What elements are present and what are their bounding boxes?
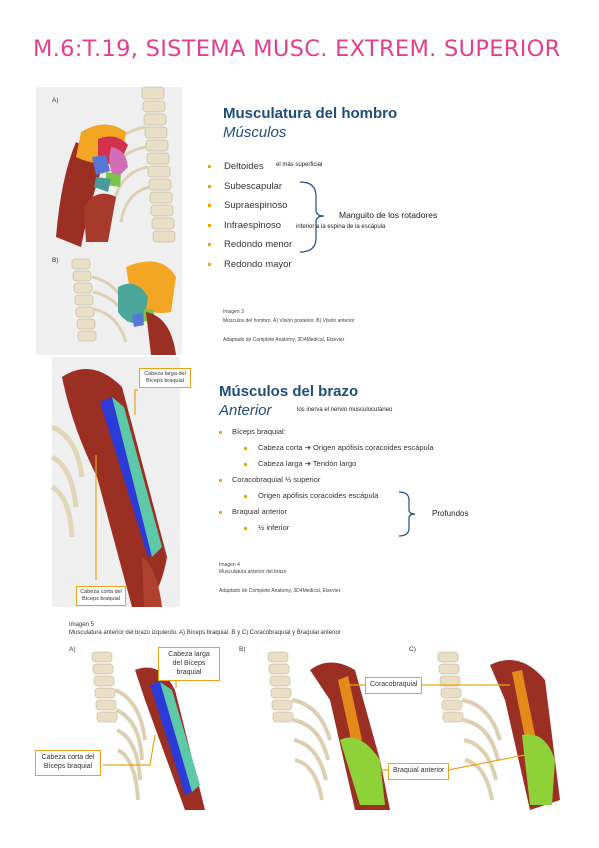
panel-label-b: B)	[52, 257, 59, 264]
shoulder-subheading: Músculos	[223, 124, 287, 141]
panel-label-a: A)	[69, 646, 76, 653]
list-item: Redondo mayor	[206, 255, 292, 275]
list-item: Origen apófisis coracoides escápula	[218, 488, 518, 504]
bullet-icon	[208, 184, 211, 188]
shoulder-source: Adaptado de Complete Anatomy, 3D4Medical…	[223, 337, 345, 343]
label-coracobraquial: Coracobraquial	[365, 677, 423, 694]
shoulder-image-caption: Músculos del hombro. A) Visión posterior…	[223, 318, 355, 324]
nerve-note: los inerva el nervio musculocutáneo	[297, 407, 393, 413]
arm-image-label: Imagen 4	[219, 562, 240, 568]
bullet-icon	[208, 223, 211, 227]
rotator-brace	[299, 181, 325, 253]
bullet-icon	[244, 463, 247, 466]
bullet-icon	[244, 447, 247, 450]
bullet-icon	[208, 243, 211, 246]
list-item: Braquial anterior	[218, 504, 518, 520]
bullet-icon	[208, 165, 211, 168]
list-item: Redondo menor	[206, 235, 292, 255]
bullet-icon	[244, 495, 247, 498]
arm-image-caption: Musculatura anterior del brazo	[219, 569, 287, 575]
list-item: Coracobraquial ⅓ superior	[218, 472, 518, 488]
deep-brace	[398, 491, 416, 537]
list-item: ½ inferior	[218, 520, 518, 536]
arm-muscle-list: Bíceps braquial: Cabeza corta ➔ Origen a…	[218, 424, 518, 536]
list-item: Subescapular	[206, 177, 292, 197]
label-long-head-biceps: Cabeza larga del Bíceps braquial	[139, 368, 191, 388]
shoulder-muscle-list: Deltoides Subescapular Supraespinoso Inf…	[206, 157, 292, 274]
bottom-image-caption: Musculatura anterior del brazo izquierdo…	[69, 630, 341, 636]
bullet-icon	[219, 479, 222, 482]
label-short-head-biceps: Cabeza corta del Bíceps braquial	[35, 750, 101, 776]
list-item: Bíceps braquial:	[218, 424, 518, 440]
deep-label: Profundos	[432, 509, 469, 518]
bullet-icon	[219, 431, 222, 434]
infra-note: inferior a la espina de la escápula	[296, 224, 386, 230]
panel-label-a: A)	[52, 97, 59, 104]
rotator-label: Manguito de los rotadores	[339, 210, 438, 220]
list-item: Cabeza larga ➔ Tendón largo	[218, 456, 518, 472]
label-braquial-anterior: Braquial anterior	[388, 763, 450, 780]
panel-label-b: B)	[239, 646, 246, 653]
bullet-icon	[244, 527, 247, 530]
bullet-icon	[208, 204, 211, 207]
shoulder-image: A) B)	[36, 86, 182, 355]
bottom-illustrations	[91, 651, 560, 810]
list-item: Deltoides	[206, 157, 292, 177]
label-short-head-biceps: Cabeza corta del Bíceps braquial	[76, 586, 126, 606]
arm-subheading: Anterior	[219, 402, 272, 419]
page-title: M.6:T.19, SISTEMA MUSC. EXTREM. SUPERIOR	[33, 36, 561, 62]
arm-anterior-illustration	[50, 369, 167, 607]
bullet-icon	[219, 511, 222, 514]
arm-heading: Músculos del brazo	[219, 383, 359, 400]
deltoid-note: el más superficial	[276, 162, 323, 168]
shoulder-posterior-illustration	[56, 86, 176, 355]
bottom-image-label: Imagen 5	[69, 622, 95, 628]
label-long-head-biceps: Cabeza larga del Bíceps braquial	[158, 647, 220, 682]
arm-source: Adaptado de Complete Anatomy, 3D4Medical…	[219, 588, 342, 594]
bullet-icon	[208, 262, 211, 266]
shoulder-image-label: Imagen 3	[223, 309, 244, 315]
list-item: Infraespinoso	[206, 216, 292, 236]
shoulder-heading: Musculatura del hombro	[223, 105, 398, 122]
panel-label-c: C)	[409, 646, 416, 653]
list-item: Supraespinoso	[206, 196, 292, 216]
arm-callout-lines	[95, 389, 138, 580]
arm-image	[50, 357, 180, 607]
list-item: Cabeza corta ➔ Origen apófisis coracoide…	[218, 440, 518, 456]
